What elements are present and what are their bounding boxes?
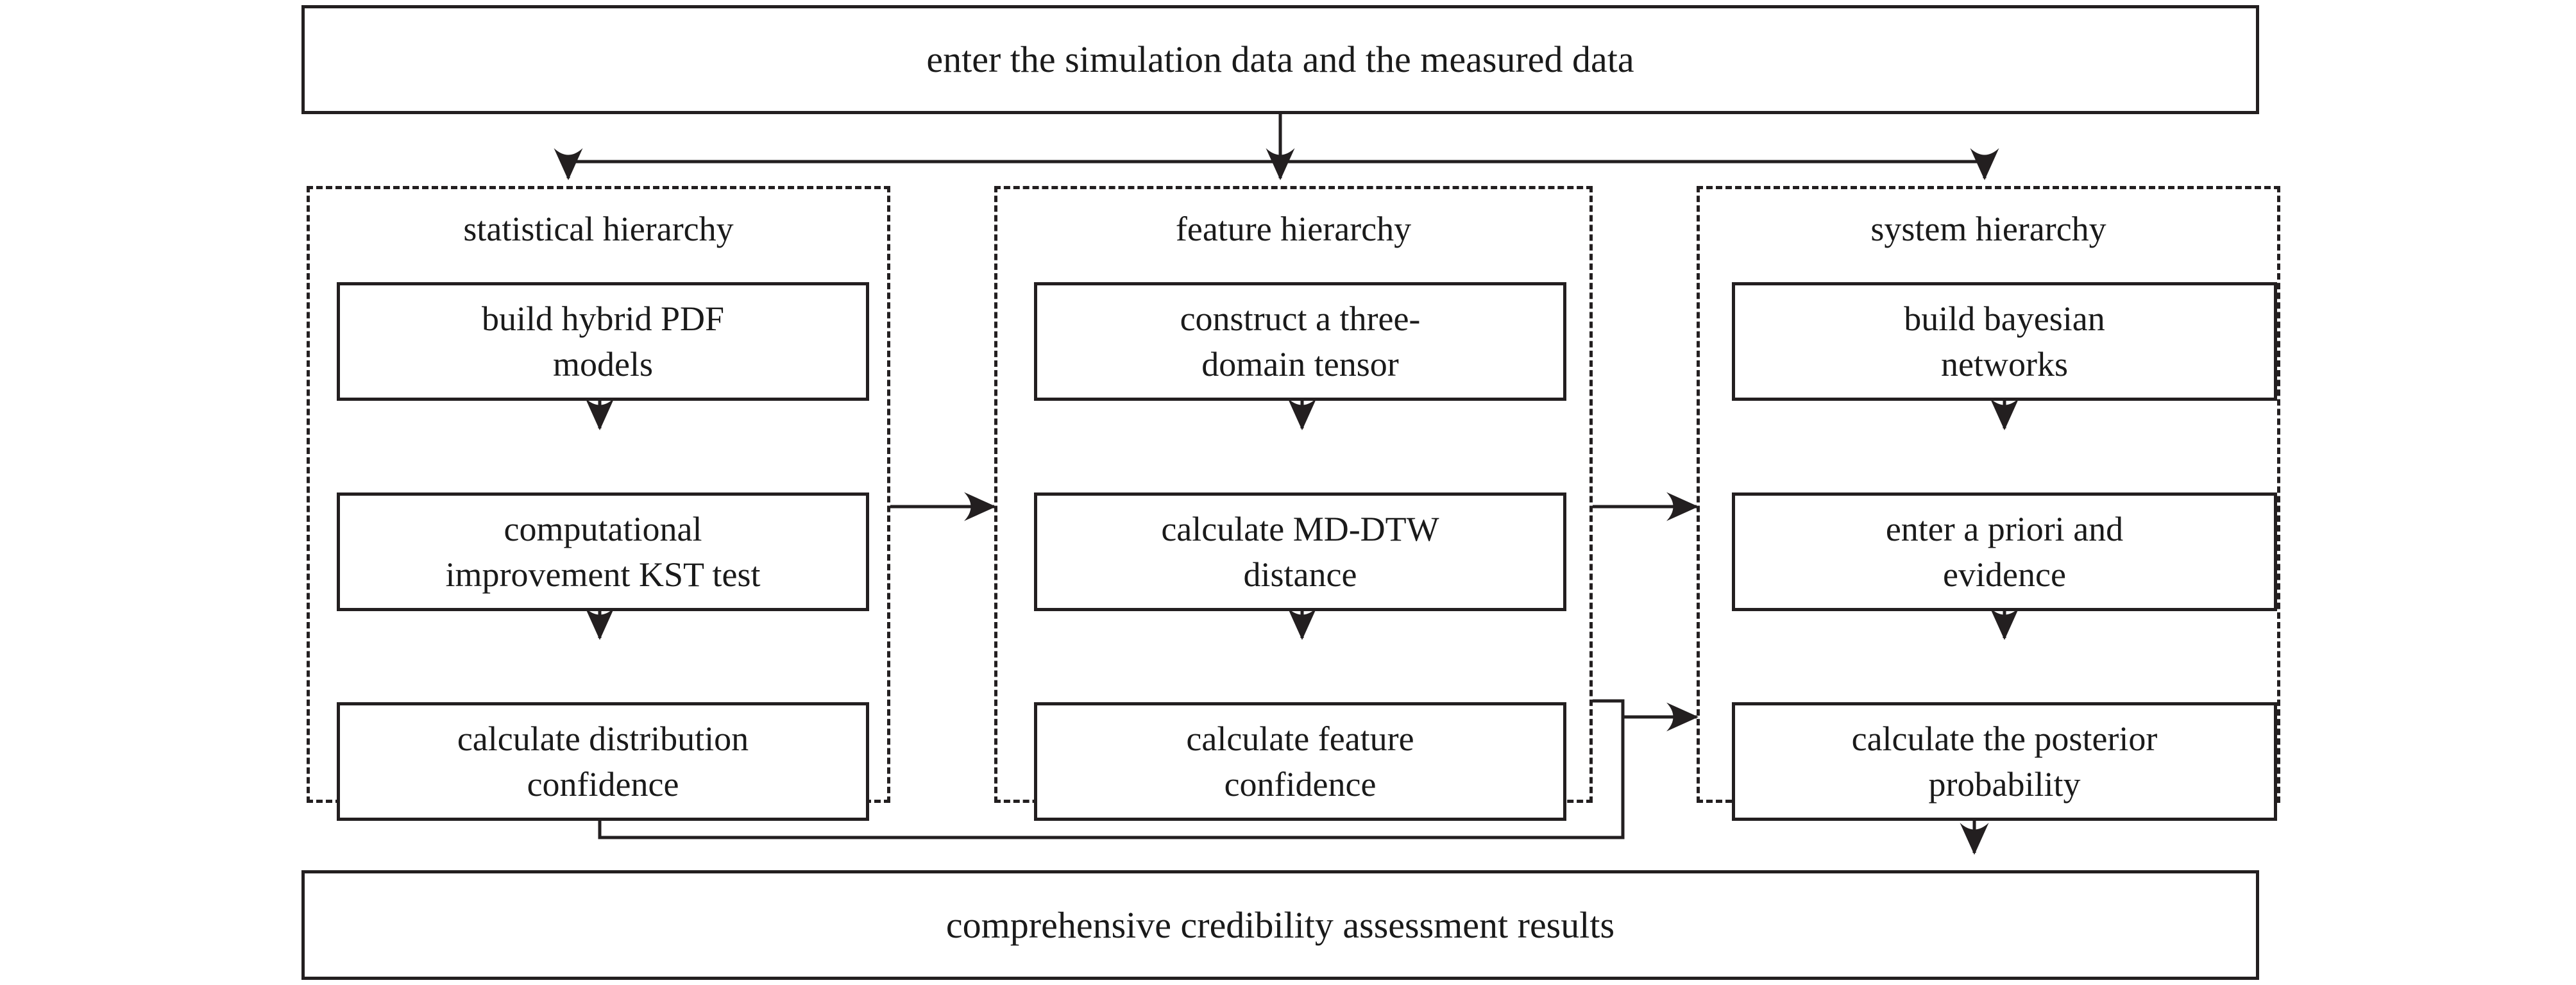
- step-build-bayesian-networks: build bayesian networks: [1732, 282, 2277, 401]
- step-enter-a-priori-and-evidence: enter a priori and evidence: [1732, 492, 2277, 611]
- wire-feature-bottom-to-system-bottom: [1593, 699, 1699, 732]
- group-label-statistical-hierarchy: statistical hierarchy: [463, 210, 734, 248]
- result-box: comprehensive credibility assessment res…: [301, 870, 2259, 980]
- step-computational-improvement-kst-test: computational improvement KST test: [337, 492, 869, 611]
- wire-feature-elbow-a: [1593, 701, 1634, 716]
- step-construct-a-three-domain-tensor: construct a three- domain tensor: [1034, 282, 1566, 401]
- group-label-system-hierarchy: system hierarchy: [1870, 210, 2106, 248]
- step-calculate-distribution-confidence: calculate distribution confidence: [337, 702, 869, 821]
- input-box: enter the simulation data and the measur…: [301, 5, 2259, 114]
- group-label-feature-hierarchy: feature hierarchy: [1175, 210, 1412, 248]
- step-build-hybrid-pdf-models: build hybrid PDF models: [337, 282, 869, 401]
- step-calculate-feature-confidence: calculate feature confidence: [1034, 702, 1566, 821]
- step-calculate-md-dtw-distance: calculate MD-DTW distance: [1034, 492, 1566, 611]
- step-calculate-the-posterior-probability: calculate the posterior probability: [1732, 702, 2277, 821]
